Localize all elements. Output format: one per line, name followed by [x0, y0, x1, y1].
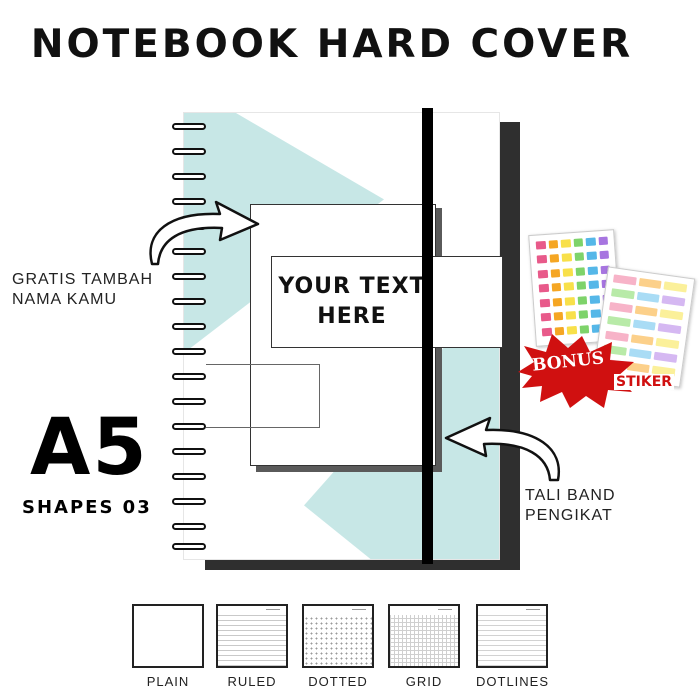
spiral-ring [172, 373, 206, 380]
dotted-page-icon [302, 604, 374, 668]
paper-type-dotlines: DOTLINES [476, 604, 548, 689]
spiral-ring [172, 198, 206, 205]
spiral-ring [172, 448, 206, 455]
sticker-label: STIKER [614, 374, 675, 390]
arrow-to-name-label-icon [149, 200, 260, 266]
spiral-ring [172, 323, 206, 330]
spiral-ring [172, 248, 206, 255]
spiral-ring [172, 473, 206, 480]
arrow-to-band-icon [444, 416, 561, 482]
grid-page-icon [388, 604, 460, 668]
shape-label: SHAPES 03 [22, 497, 152, 518]
paper-type-ruled: RULED [216, 604, 288, 689]
free-name-line1: GRATIS TAMBAH [12, 271, 154, 288]
paper-type-label: PLAIN [146, 674, 190, 689]
paper-type-label: DOTLINES [476, 674, 550, 689]
size-label: A5 [30, 403, 149, 493]
band-line2: PENGIKAT [525, 507, 613, 524]
page-title: NOTEBOOK HARD COVER [30, 22, 634, 67]
paper-type-label: DOTTED [308, 674, 368, 689]
name-label-text: YOUR TEXT HERE [278, 274, 426, 329]
spiral-ring [172, 123, 206, 130]
spiral-ring [172, 543, 206, 550]
spiral-ring [172, 398, 206, 405]
spiral-binding [172, 123, 206, 553]
ruled-page-icon [216, 604, 288, 668]
spiral-ring [172, 148, 206, 155]
connector-line [206, 364, 320, 428]
name-label-box: YOUR TEXT HERE [271, 256, 503, 348]
spiral-ring [172, 523, 206, 530]
spiral-ring [172, 423, 206, 430]
paper-type-label: GRID [405, 674, 443, 689]
spiral-ring [172, 348, 206, 355]
paper-type-dotted: DOTTED [302, 604, 374, 689]
spiral-ring [172, 298, 206, 305]
spiral-ring [172, 273, 206, 280]
plain-page-icon [132, 604, 204, 668]
free-name-callout: GRATIS TAMBAH NAMA KAMU [12, 270, 153, 310]
spiral-ring [172, 498, 206, 505]
paper-type-plain: PLAIN [132, 604, 204, 689]
dotlines-page-icon [476, 604, 548, 668]
elastic-band [422, 108, 433, 564]
paper-type-list: PLAIN RULED DOTTED GRID DOTLINES [132, 604, 552, 689]
paper-type-label: RULED [227, 674, 277, 689]
band-line1: TALI BAND [525, 487, 616, 504]
band-callout: TALI BAND PENGIKAT [525, 486, 616, 526]
spiral-ring [172, 173, 206, 180]
bonus-burst-icon [518, 334, 634, 408]
free-name-line2: NAMA KAMU [12, 291, 118, 308]
paper-type-grid: GRID [388, 604, 460, 689]
